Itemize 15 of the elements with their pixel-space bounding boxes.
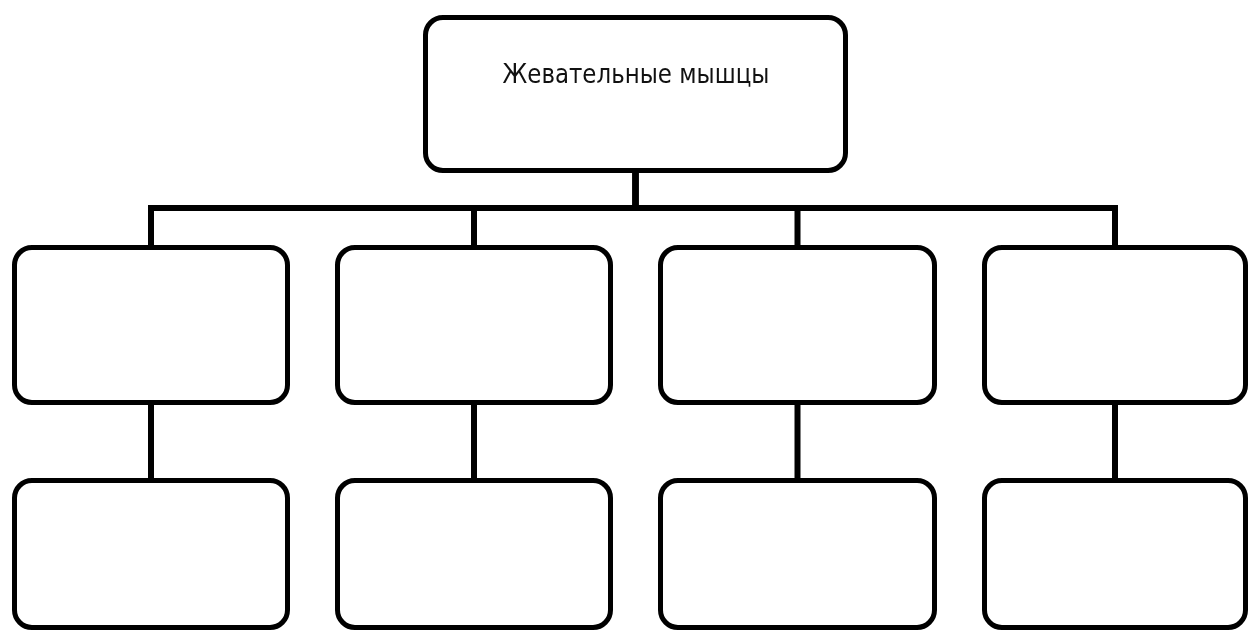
rounded-box (658, 245, 937, 405)
connector-line (632, 171, 1118, 247)
rounded-box (658, 478, 937, 630)
rounded-box (335, 478, 613, 630)
rounded-box (982, 245, 1248, 405)
connector-line (148, 403, 154, 480)
rounded-box (335, 245, 613, 405)
rounded-box (423, 15, 848, 173)
connector-line (794, 403, 801, 480)
rounded-box (12, 478, 290, 630)
rounded-box (982, 478, 1248, 630)
box-label: Жевательные мышцы (502, 58, 769, 89)
connector-line (471, 403, 477, 480)
connector-line (1112, 403, 1118, 480)
rounded-box (12, 245, 290, 405)
